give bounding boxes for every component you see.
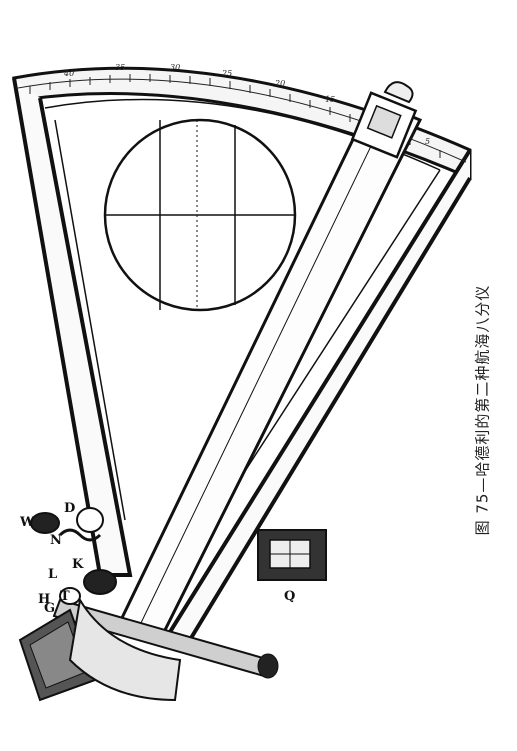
figure-caption-container: 图 75—哈德利的第二种航海八分仪 bbox=[462, 130, 502, 690]
figure-caption: 图 75—哈德利的第二种航海八分仪 bbox=[473, 284, 492, 536]
adjusting-screws bbox=[30, 507, 117, 605]
label-d: D bbox=[64, 501, 75, 516]
label-g: G bbox=[44, 601, 55, 616]
scale-number: 40 bbox=[63, 69, 74, 78]
label-t: T bbox=[60, 589, 70, 604]
label-n: N bbox=[50, 533, 62, 548]
scale-number: 5 bbox=[425, 137, 430, 146]
label-l: L bbox=[48, 567, 57, 582]
figure-labels: W N D L K G H T Q bbox=[19, 501, 295, 616]
mirror-housing bbox=[257, 529, 327, 581]
label-q: Q bbox=[284, 589, 295, 604]
sight-circle bbox=[103, 118, 297, 312]
sight-tube bbox=[52, 598, 279, 679]
scale-number: 15 bbox=[325, 95, 335, 104]
label-k: K bbox=[72, 557, 84, 572]
horizon-glass bbox=[18, 597, 182, 702]
label-h: H bbox=[38, 592, 50, 607]
scale-number: 25 bbox=[221, 69, 232, 78]
scale-number: 30 bbox=[170, 63, 180, 72]
label-w: W bbox=[19, 515, 35, 530]
scale-number: 20 bbox=[274, 79, 285, 88]
scale-number: 35 bbox=[115, 63, 125, 72]
